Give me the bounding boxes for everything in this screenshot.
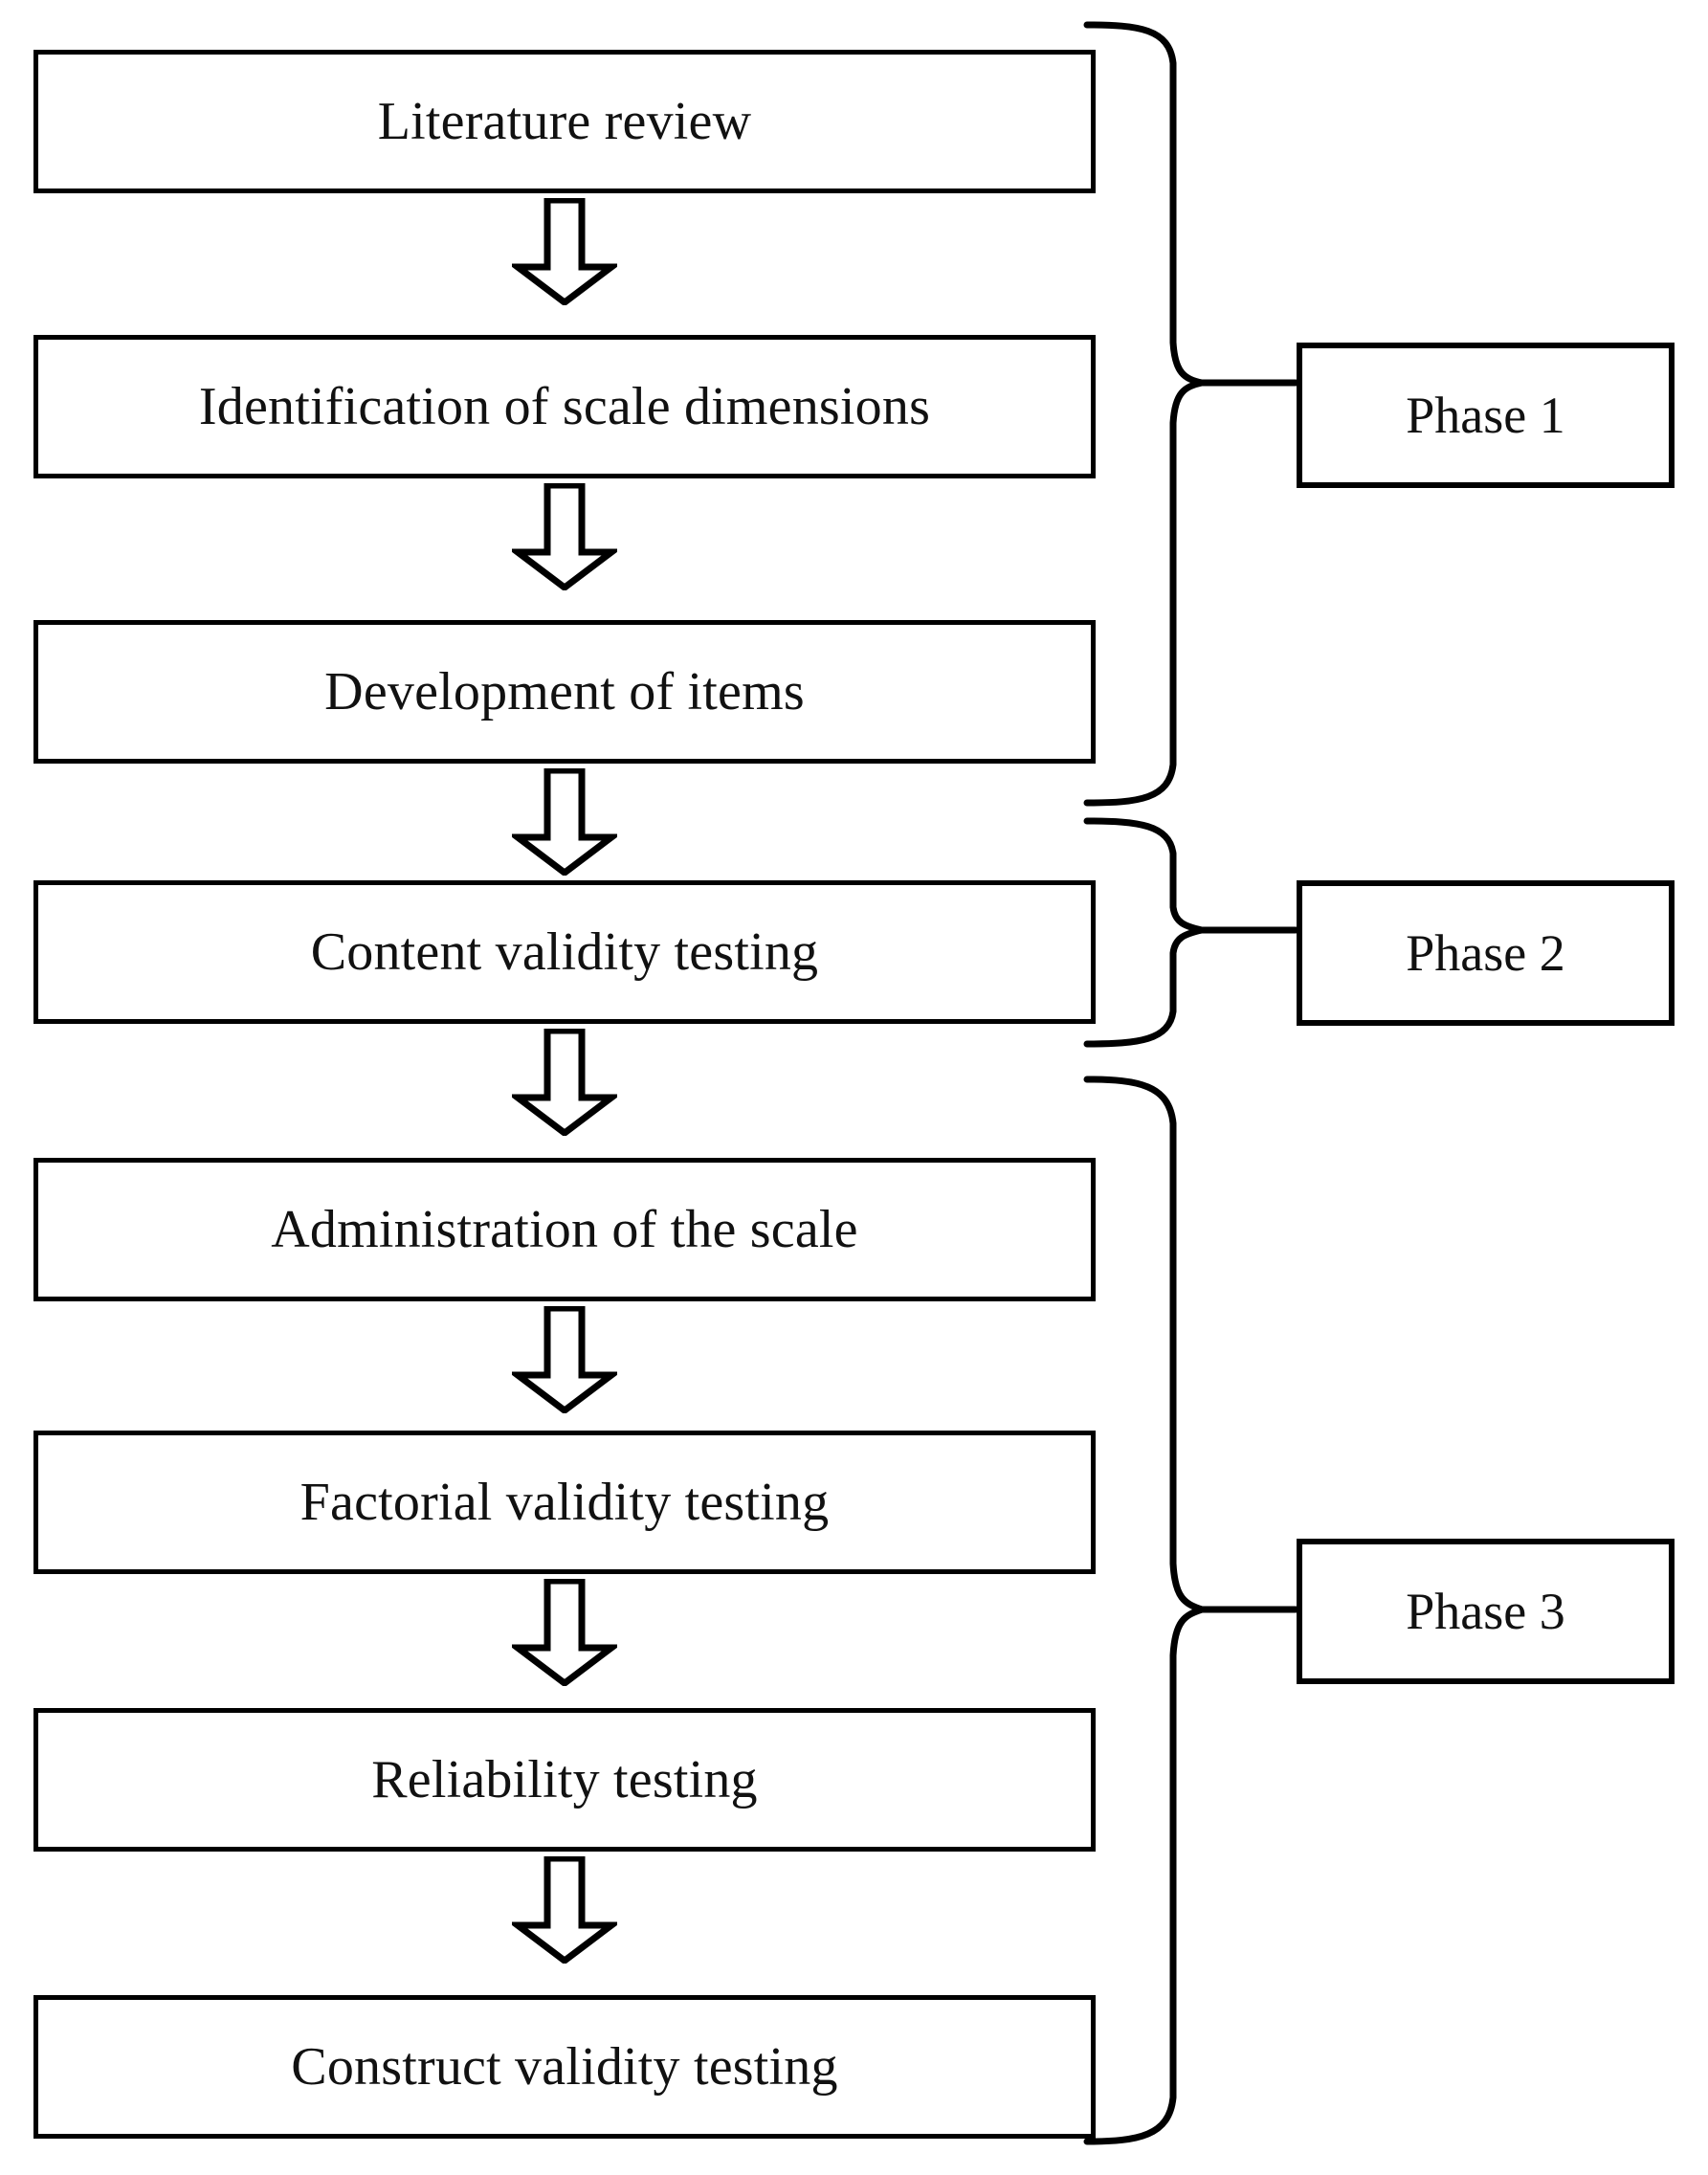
- process-box-label: Development of items: [324, 662, 805, 721]
- process-box-literature-review[interactable]: Literature review: [33, 50, 1096, 193]
- phase-label-box-1[interactable]: Phase 1: [1297, 343, 1675, 488]
- down-arrow-icon: [512, 768, 617, 876]
- down-arrow-icon: [512, 1856, 617, 1964]
- process-box-label: Literature review: [377, 92, 752, 151]
- process-box-development-of-items[interactable]: Development of items: [33, 620, 1096, 764]
- process-box-label: Reliability testing: [371, 1750, 758, 1809]
- process-box-factorial-validity-testing[interactable]: Factorial validity testing: [33, 1431, 1096, 1574]
- process-box-label: Construct validity testing: [291, 2037, 838, 2097]
- process-box-label: Factorial validity testing: [299, 1473, 830, 1532]
- process-box-reliability-testing[interactable]: Reliability testing: [33, 1708, 1096, 1852]
- down-arrow-icon: [512, 483, 617, 590]
- phase-label: Phase 3: [1406, 1583, 1565, 1640]
- phase-label-box-3[interactable]: Phase 3: [1297, 1539, 1675, 1684]
- process-box-label: Content validity testing: [310, 922, 819, 982]
- phase-label-box-2[interactable]: Phase 2: [1297, 880, 1675, 1026]
- phase-brace-3: [1081, 1074, 1301, 2147]
- process-box-construct-validity-testing[interactable]: Construct validity testing: [33, 1995, 1096, 2139]
- phase-brace-2: [1081, 815, 1301, 1050]
- process-box-identification-of-scale-dimensions[interactable]: Identification of scale dimensions: [33, 335, 1096, 478]
- down-arrow-icon: [512, 1306, 617, 1413]
- process-box-content-validity-testing[interactable]: Content validity testing: [33, 880, 1096, 1024]
- phase-brace-1: [1081, 19, 1301, 809]
- phase-label: Phase 1: [1406, 387, 1565, 444]
- down-arrow-icon: [512, 1029, 617, 1136]
- down-arrow-icon: [512, 1579, 617, 1686]
- phase-label: Phase 2: [1406, 924, 1565, 982]
- down-arrow-icon: [512, 198, 617, 305]
- process-box-label: Administration of the scale: [271, 1200, 858, 1259]
- process-box-administration-of-the-scale[interactable]: Administration of the scale: [33, 1158, 1096, 1301]
- process-box-label: Identification of scale dimensions: [198, 377, 931, 436]
